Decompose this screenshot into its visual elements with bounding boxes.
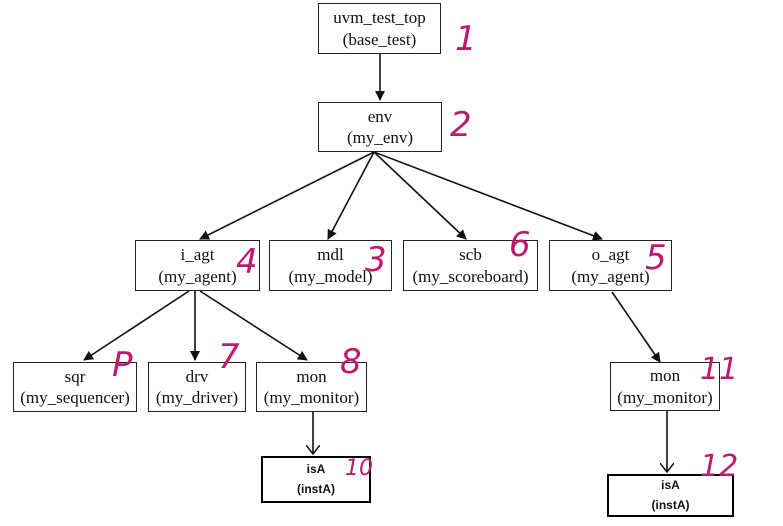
- annotation-number: 4: [236, 242, 258, 282]
- node-isa-2: isA (instA): [607, 474, 734, 517]
- arrow-env-mdl: [327, 151, 375, 240]
- annotation-number: 2: [450, 105, 472, 145]
- arrow-iagt-sqr: [83, 290, 190, 361]
- annotation-number: 6: [509, 225, 531, 265]
- arrow-env-iagt: [199, 151, 375, 240]
- node-type: (instA): [651, 497, 690, 512]
- node-type: (my_monitor): [263, 388, 360, 407]
- arrow-iagt-mon: [199, 290, 308, 361]
- node-type: (my_scoreboard): [412, 266, 529, 286]
- node-name: isA: [661, 478, 680, 493]
- node-name: isA: [306, 462, 326, 477]
- node-type: (my_driver): [155, 388, 239, 407]
- node-mon-i-agt: mon (my_monitor): [256, 362, 367, 412]
- node-type: (my_model): [288, 266, 373, 286]
- node-drv: drv (my_driver): [148, 362, 246, 412]
- node-name: sqr: [64, 366, 86, 386]
- node-type: (my_agent): [571, 266, 650, 286]
- arrow-env-scb: [373, 151, 467, 240]
- arrow-oagt-mon: [611, 291, 661, 363]
- node-isa-1: isA (instA): [261, 456, 371, 503]
- node-type: (instA): [297, 481, 335, 496]
- node-name: mon: [296, 366, 327, 386]
- annotation-number: 1: [455, 19, 477, 59]
- node-type: (my_monitor): [617, 387, 713, 407]
- annotation-number: 12: [700, 449, 739, 484]
- node-scb: scb (my_scoreboard): [403, 240, 538, 291]
- node-name: mdl: [317, 245, 344, 265]
- node-o-agt: o_agt (my_agent): [549, 240, 672, 291]
- annotation-number: 5: [645, 238, 667, 278]
- node-env: env (my_env): [318, 102, 442, 152]
- node-name: o_agt: [591, 245, 630, 265]
- annotation-number: P: [112, 345, 133, 385]
- node-type: (base_test): [342, 29, 417, 49]
- node-mdl: mdl (my_model): [269, 240, 392, 291]
- node-type: (my_env): [346, 128, 414, 147]
- annotation-number: 10: [345, 456, 373, 481]
- node-i-agt: i_agt (my_agent): [135, 240, 260, 291]
- node-sqr: sqr (my_sequencer): [13, 362, 137, 412]
- node-uvm-test-top: uvm_test_top (base_test): [318, 3, 441, 54]
- node-name: i_agt: [180, 245, 215, 265]
- annotation-number: 3: [365, 240, 387, 280]
- node-name: drv: [185, 366, 209, 386]
- node-mon-o-agt: mon (my_monitor): [610, 362, 720, 411]
- annotation-number: 8: [340, 342, 362, 382]
- annotation-number: 11: [700, 352, 739, 387]
- annotation-number: 7: [218, 337, 240, 377]
- arrow-env-oagt: [373, 151, 603, 241]
- node-name: scb: [459, 245, 482, 265]
- node-type: (my_agent): [158, 266, 237, 286]
- node-name: env: [367, 106, 393, 126]
- node-type: (my_sequencer): [20, 388, 130, 407]
- node-name: mon: [649, 366, 681, 386]
- node-name: uvm_test_top: [333, 8, 426, 28]
